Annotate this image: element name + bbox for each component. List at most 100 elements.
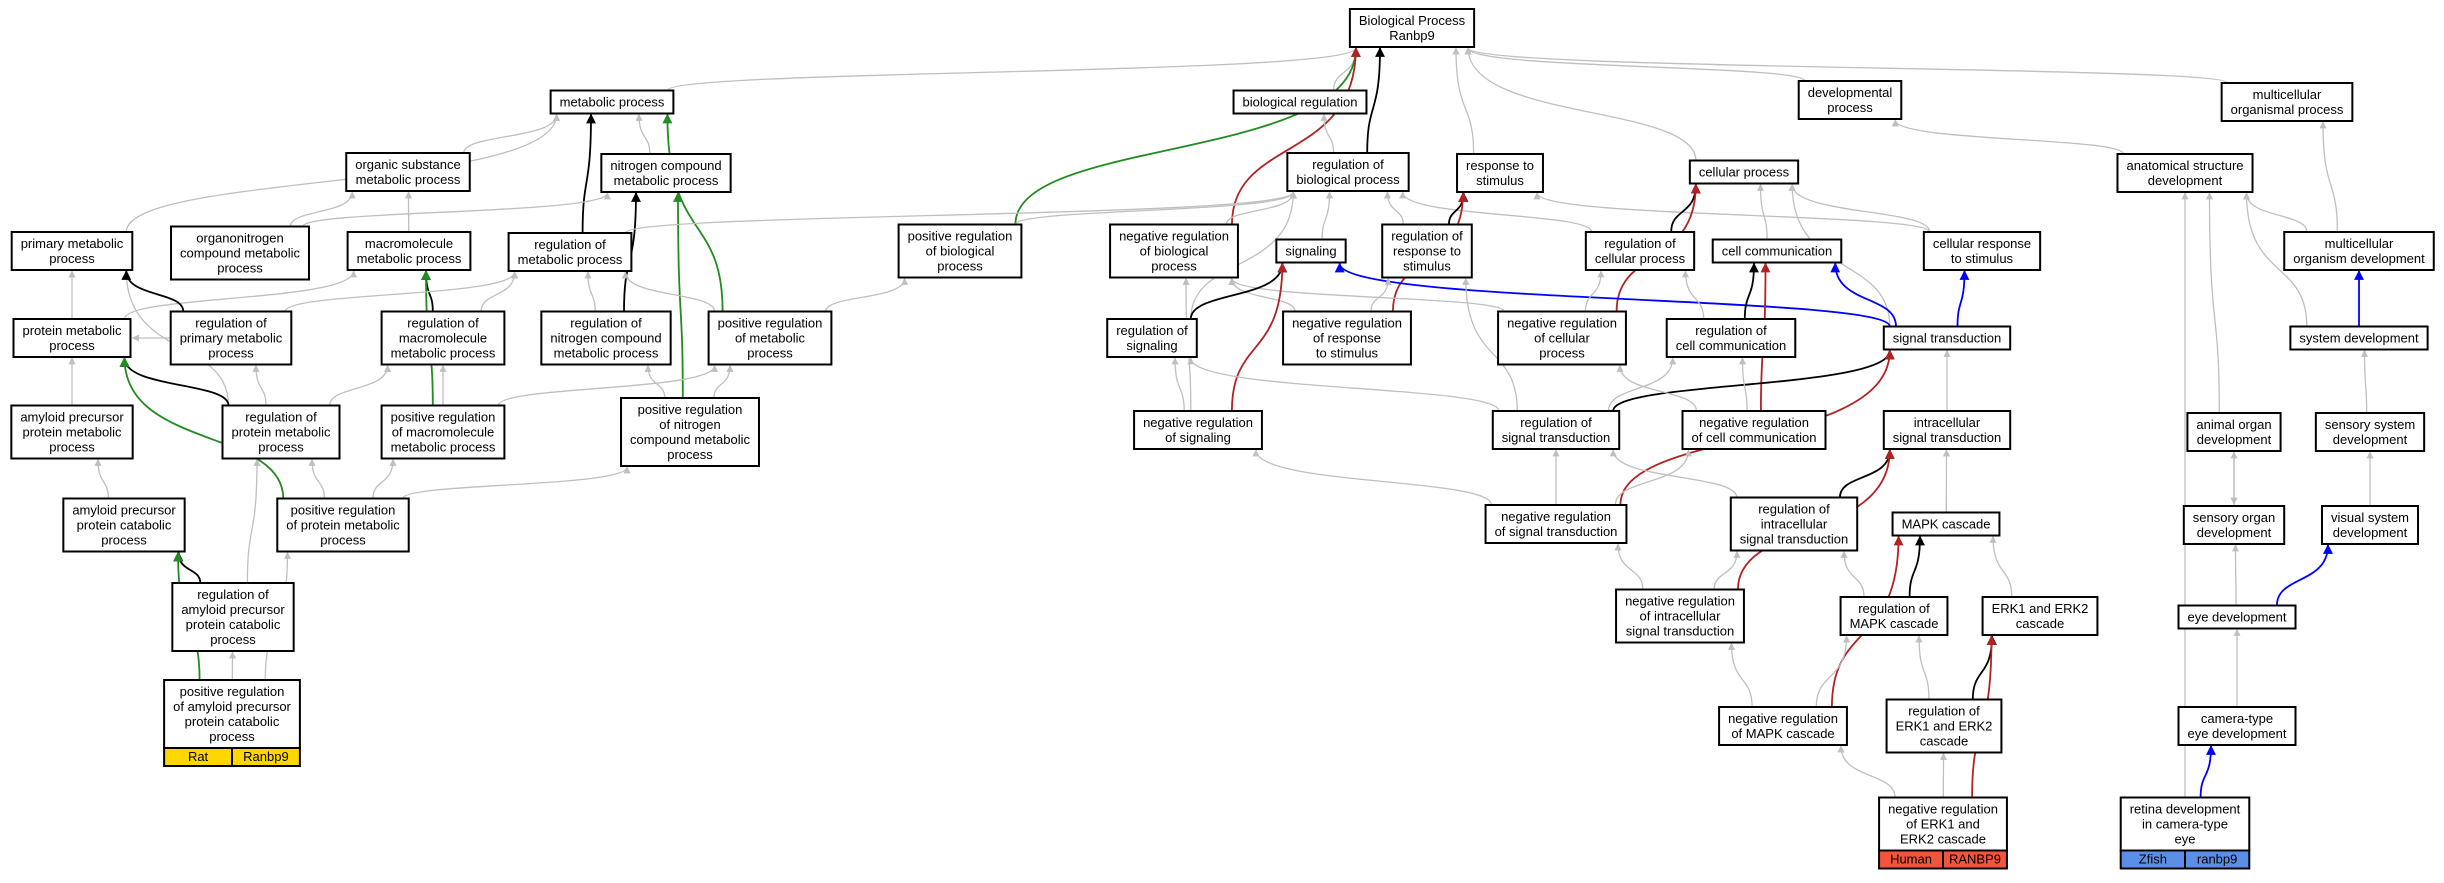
term-label-line: response to (1466, 158, 1534, 173)
edge-regulates (581, 113, 596, 234)
term-label-line: process (1827, 100, 1873, 115)
term-box (897, 223, 1023, 279)
term-label-line: cellular process (1595, 251, 1686, 266)
term-label-line: regulation of (570, 316, 642, 331)
term-box (221, 404, 341, 460)
go-term-cell-comm[interactable]: cell communication (1711, 238, 1843, 264)
term-label-line: of cell communication (1692, 430, 1817, 445)
go-term-sys-dev[interactable]: system development (2289, 325, 2429, 351)
term-label-line: of nitrogen (659, 417, 720, 432)
edge-is-a (1014, 191, 1297, 226)
go-term-biol-reg[interactable]: biological regulation (1232, 89, 1368, 115)
term-label-line: nitrogen compound (610, 158, 721, 173)
go-term-mapk[interactable]: MAPK cascade (1891, 511, 2001, 537)
term-label-line: primary metabolic (21, 236, 124, 251)
go-term-cell-proc[interactable]: cellular process (1688, 159, 1800, 185)
term-label-line: development (2197, 432, 2272, 447)
edge-is-a (1614, 543, 1644, 590)
term-label-line: process (667, 447, 713, 462)
go-term-signaling[interactable]: signaling (1275, 238, 1347, 264)
edge-is-a (2242, 192, 2308, 327)
term-label-line: of signaling (1165, 430, 1231, 445)
edge-is-a (1462, 277, 1518, 412)
go-term-eye[interactable]: eye development (2177, 604, 2297, 630)
term-box (380, 404, 506, 460)
edge-is-a (713, 364, 734, 399)
edge-part-of (1830, 262, 1897, 327)
term-label-line: signaling (1285, 244, 1336, 259)
term-label-line: compound metabolic (180, 246, 300, 261)
edge-is-a (1756, 183, 1768, 240)
term-label-line: positive regulation (180, 684, 285, 699)
term-label-line: metabolic process (614, 173, 719, 188)
term-label-line: animal organ (2196, 417, 2271, 432)
go-term-sig-trans[interactable]: signal transduction (1882, 325, 2012, 351)
term-label-line: amyloid precursor (20, 410, 124, 425)
term-label-line: signal transduction (1893, 331, 2001, 346)
term-box (1497, 310, 1627, 366)
term-label-line: process (1151, 259, 1197, 274)
term-box (1885, 698, 2003, 754)
term-label-line: ERK1 and ERK2 (1992, 601, 2089, 616)
term-box (600, 153, 732, 193)
edge-is-a (1614, 449, 1693, 506)
term-label-line: negative regulation (1728, 711, 1838, 726)
edge-is-a (1607, 357, 1677, 412)
term-label-line: organismal process (2231, 102, 2344, 117)
go-term-metab[interactable]: metabolic process (549, 89, 675, 115)
